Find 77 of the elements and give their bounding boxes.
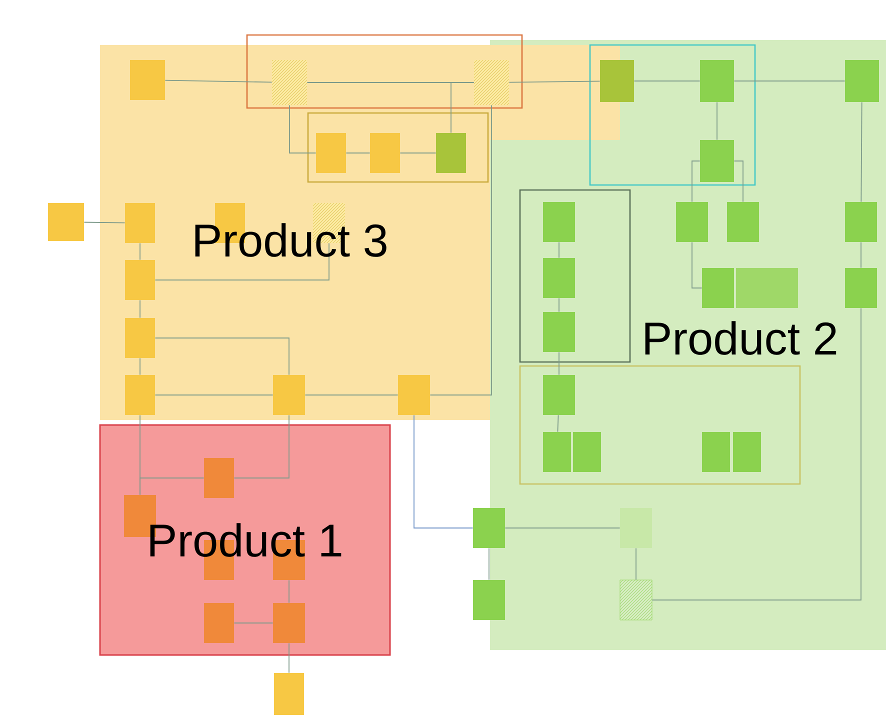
connector-line	[652, 308, 862, 600]
process-box	[600, 60, 634, 102]
connector-line	[692, 242, 702, 288]
region-label: Product 3	[195, 223, 386, 257]
region-label: Product 2	[645, 321, 836, 355]
connector-line	[84, 222, 126, 224]
process-box	[48, 203, 84, 241]
process-box	[543, 258, 575, 298]
group-frame	[307, 112, 489, 183]
connector-line	[154, 394, 274, 396]
process-box	[273, 603, 305, 643]
process-box	[702, 432, 730, 472]
process-box	[130, 60, 165, 100]
process-box	[676, 202, 708, 242]
process-box	[125, 375, 155, 415]
connector-line	[154, 242, 330, 280]
connector-line	[634, 80, 700, 82]
connector-line	[289, 104, 316, 154]
process-box	[733, 432, 761, 472]
connector-line	[304, 394, 398, 396]
process-box	[736, 268, 798, 308]
process-box	[125, 203, 155, 243]
process-box	[620, 508, 652, 548]
connector-line	[450, 82, 474, 134]
connector-line	[860, 102, 862, 202]
process-box	[700, 140, 734, 182]
process-box	[543, 202, 575, 242]
process-box	[473, 508, 505, 548]
process-box	[125, 318, 155, 358]
process-box	[125, 260, 155, 300]
connector-line	[234, 622, 274, 624]
group-frame	[246, 34, 523, 109]
process-box	[543, 375, 575, 415]
connector-line	[508, 80, 600, 83]
connector-line	[860, 242, 862, 268]
process-box	[845, 202, 877, 242]
process-box	[370, 133, 400, 173]
connector-line	[557, 414, 559, 432]
connector-line	[346, 152, 370, 154]
connector-line	[414, 414, 474, 528]
process-box	[316, 133, 346, 173]
connector-line	[288, 580, 290, 604]
process-box	[398, 375, 430, 415]
connector-line	[288, 642, 290, 674]
connector-line	[734, 160, 744, 202]
connector-line	[400, 152, 436, 154]
group-frame	[519, 189, 631, 363]
connector-line	[164, 80, 272, 83]
group-frame	[519, 365, 801, 485]
process-box	[204, 603, 234, 643]
connector-line	[716, 102, 718, 140]
process-box	[543, 432, 571, 472]
connector-line	[734, 80, 846, 82]
process-box	[436, 133, 466, 173]
process-box	[845, 268, 877, 308]
connector-line	[558, 298, 560, 312]
process-box	[702, 268, 734, 308]
hatched-box	[272, 60, 307, 105]
connector-line	[558, 352, 560, 376]
hatched-box	[474, 60, 509, 105]
process-box	[473, 580, 505, 620]
region-label: Product 1	[150, 523, 342, 557]
connector-line	[488, 548, 490, 580]
process-box	[273, 375, 305, 415]
group-frame	[589, 44, 756, 186]
process-box	[274, 673, 304, 715]
connector-line	[154, 338, 290, 376]
process-box	[204, 458, 234, 498]
process-box	[573, 432, 601, 472]
connector-line	[558, 242, 560, 258]
process-box	[845, 60, 879, 102]
connector-line	[234, 414, 290, 478]
connector-line	[430, 104, 492, 396]
process-box	[700, 60, 734, 102]
process-box	[727, 202, 759, 242]
connector-line	[692, 160, 700, 202]
process-box	[543, 312, 575, 352]
